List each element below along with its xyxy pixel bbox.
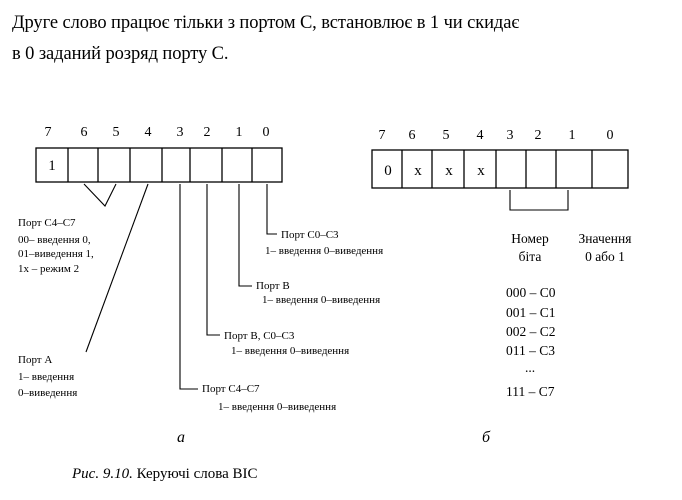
intro-paragraph: Друге слово працює тільки з портом С, вс… [12,8,672,70]
diagram-b-register [371,149,629,189]
bit-7-value: 1 [48,158,56,174]
bit-number: 6 [81,125,88,140]
bit-6-value: x [414,163,422,179]
label-line: 1– введення 0–виведення [265,245,383,257]
bit-code: 000 – С0 [506,285,556,300]
label-line: 1– введення [18,371,74,383]
diagram-a-sublabel: а [177,429,185,446]
bit-code: 111 – С7 [506,384,555,399]
bit-number: 5 [113,125,120,140]
bit-number: 7 [45,125,52,140]
bit-number: 6 [409,128,416,143]
bit-number: 5 [443,128,450,143]
diagram-b-sublabel: б [482,429,491,446]
label-port-c4-c7: Порт С4–С7 1– введення 0–виведення [202,383,336,413]
figure-number: Рис. 9.10. [72,466,133,482]
diagram-a-bit-numbers: 7 6 5 4 3 2 1 0 [45,125,270,140]
header-bit-number-2: біта [519,249,542,264]
bit-5-value: x [445,163,453,179]
label-line: 1– введення 0–виведення [262,294,380,306]
label-title: Порт С4–С7 [202,383,260,395]
bit-number: 3 [177,125,184,140]
bit-number: 2 [204,125,211,140]
label-title: Порт С0–С3 [281,229,339,241]
bit-number: 0 [263,125,270,140]
bit-code: 002 – С2 [506,324,556,339]
label-title: Порт С4–С7 [18,217,76,229]
label-line: 1– введення 0–виведення [218,401,336,413]
label-title: Порт А [18,354,52,366]
bit-code-ellipsis: ... [525,360,535,375]
register-box [35,147,283,183]
bit-number: 2 [535,128,542,143]
label-port-b-c0-c3: Порт В, С0–С3 1– введення 0–виведення [224,330,349,357]
bit-code-list: 000 – С0 001 – С1 002 – С2 011 – С3 ... … [506,285,556,399]
header-value-2: 0 або 1 [585,249,625,264]
diagram-b: 7 6 5 4 3 2 1 0 0 x x x Номер біта Значе [371,128,631,446]
diagram-a-pointers [83,183,277,390]
diagram-b-bit-numbers: 7 6 5 4 3 2 1 0 [379,128,614,143]
label-line: 01–виведення 1, [18,248,94,260]
bit-number: 3 [507,128,514,143]
bit-number: 4 [477,128,484,143]
label-port-c4-c7-mode: Порт С4–С7 00– введення 0, 01–виведення … [18,217,94,275]
label-port-c0-c3: Порт С0–С3 1– введення 0–виведення [265,229,383,257]
bit-number: 0 [607,128,614,143]
diagram-a: 7 6 5 4 3 2 1 0 1 [18,125,383,446]
bit-code: 001 – С1 [506,305,556,320]
figure-caption: Рис. 9.10. Керуючі слова ВІС [72,466,258,483]
label-title: Порт В, С0–С3 [224,330,295,342]
label-line: 00– введення 0, [18,234,91,246]
bit-number: 1 [236,125,243,140]
figure-title: Керуючі слова ВІС [132,466,258,482]
header-bit-number: Номер [511,231,549,246]
bit-number: 1 [569,128,576,143]
diagram-a-register [35,147,283,183]
bit-7-value: 0 [384,163,392,179]
label-port-a: Порт А 1– введення 0–виведення [18,354,77,399]
bit-number: 4 [145,125,152,140]
label-port-b: Порт В 1– введення 0–виведення [256,280,380,306]
label-line: 1х – режим 2 [18,263,79,275]
diagram-b-headers: Номер біта Значення 0 або 1 [511,231,631,264]
paragraph-line-2: в 0 заданий розряд порту С. [12,44,229,64]
bit-code: 011 – С3 [506,343,555,358]
label-line: 1– введення 0–виведення [231,345,349,357]
label-line: 0–виведення [18,387,77,399]
label-title: Порт В [256,280,290,292]
paragraph-line-1: Друге слово працює тільки з портом С, вс… [12,13,520,33]
bit-number: 7 [379,128,386,143]
header-value: Значення [579,231,632,246]
bit-select-bracket [509,190,569,211]
bit-4-value: x [477,163,485,179]
register-box [371,149,629,189]
